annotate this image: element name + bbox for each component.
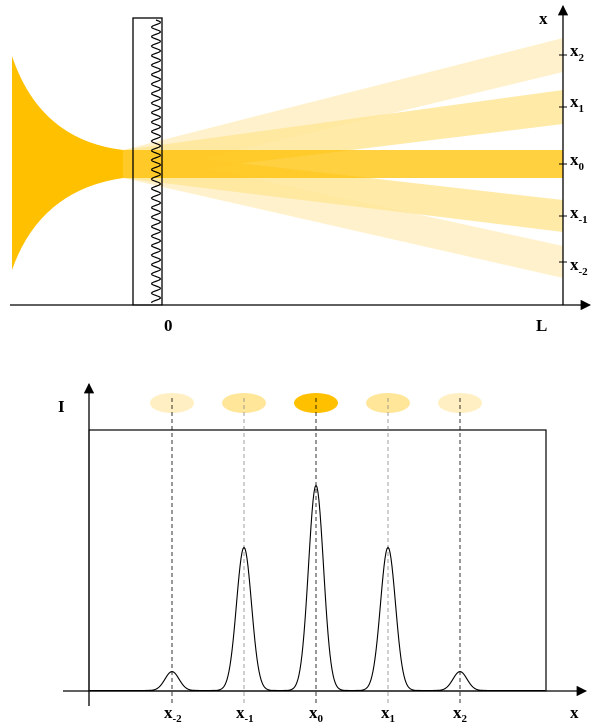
spot-order-minus-1 <box>222 393 266 413</box>
spot-order-minus-2 <box>150 393 194 413</box>
peak-label-x2: x2 <box>453 703 468 725</box>
peak-label-x-minus-2: x-2 <box>164 703 182 725</box>
grating-wave-profile <box>150 19 162 304</box>
spot-order-2 <box>438 393 482 413</box>
intensity-curve <box>90 484 545 692</box>
order-label-x2: x2 <box>570 41 585 64</box>
peak-label-x-minus-1: x-1 <box>236 703 254 725</box>
screen-frame <box>88 429 547 692</box>
order-label-x-minus-2: x-2 <box>570 255 588 278</box>
order-label-x-minus-1: x-1 <box>570 203 588 226</box>
length-label: L <box>536 316 547 335</box>
top-panel: x 0 L x2 x1 x0 x-1 x-2 <box>10 4 592 335</box>
spot-order-1 <box>366 393 410 413</box>
peak-label-x1: x1 <box>381 703 395 725</box>
diffracted-beam-order-0 <box>123 150 563 178</box>
incoming-beam <box>12 56 123 270</box>
origin-label: 0 <box>164 316 173 335</box>
bottom-axis-x-label: x <box>570 703 579 722</box>
peak-label-x0: x0 <box>309 703 324 725</box>
order-label-x1: x1 <box>570 92 584 115</box>
order-label-x0: x0 <box>570 150 585 173</box>
intensity-axis-label: I <box>58 397 65 416</box>
bottom-panel: I x x-2 x-1 x0 x1 x2 <box>58 382 588 725</box>
top-axis-x-label: x <box>539 9 548 28</box>
spot-order-0 <box>294 393 338 413</box>
